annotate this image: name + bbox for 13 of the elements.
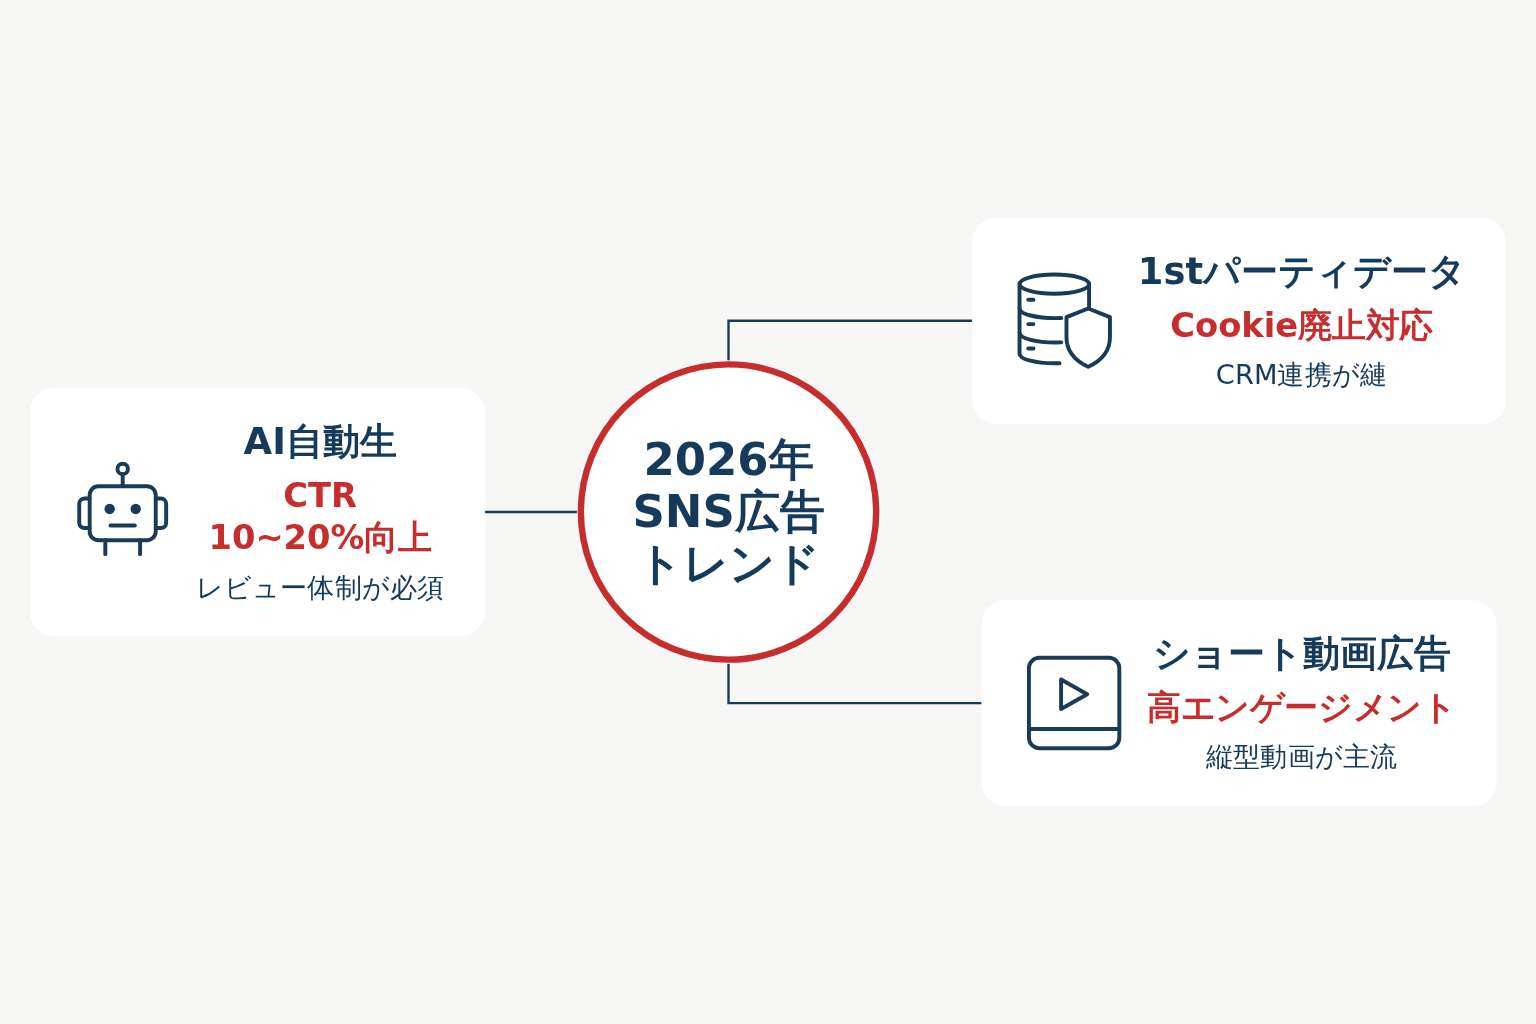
connector-line <box>727 319 973 361</box>
connector-line <box>727 663 982 705</box>
highlight-text: Cookie廃止対応 <box>1170 304 1433 347</box>
highlight-text: 高エンゲージメント <box>1147 686 1457 729</box>
note-text: CRM連携が縺 <box>1215 357 1388 392</box>
note-text: 縦型動画が主流 <box>1205 739 1398 774</box>
card-heading: ショート動画広告 <box>1152 630 1451 677</box>
connector-line <box>484 510 577 514</box>
note-text: レビュー体制が必須 <box>195 569 445 604</box>
hub-title: 2026年SNS広告トレンド <box>631 434 826 590</box>
highlight-text: CTR 10~20%向上 <box>207 474 433 559</box>
card-heading: 1stパーティデータ <box>1137 248 1466 295</box>
card-heading: AI自動生 <box>243 418 397 465</box>
